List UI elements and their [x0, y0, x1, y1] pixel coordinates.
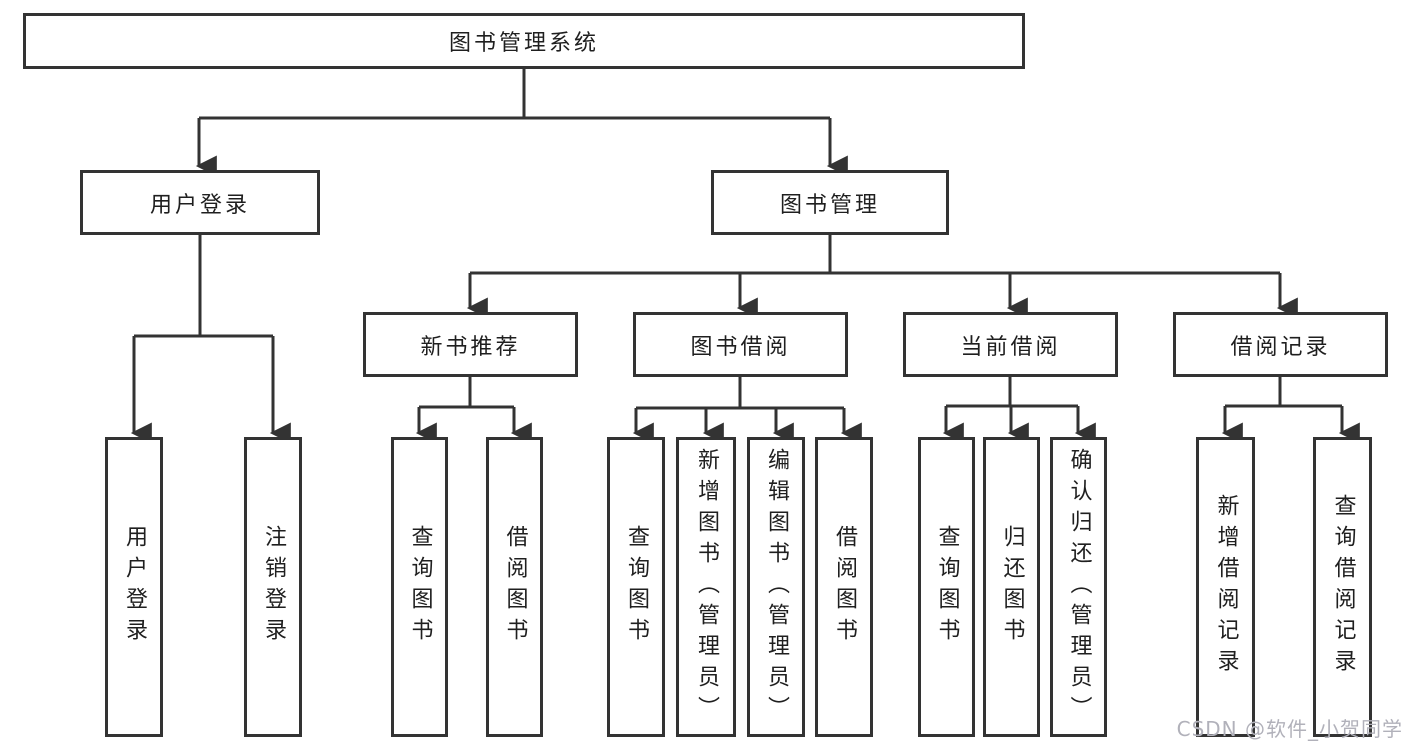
node-library-management-system: 图书管理系统 [23, 13, 1025, 69]
csdn-watermark: CSDN @软件_小贺同学 [1176, 717, 1403, 741]
node-user-login: 用户登录 [80, 170, 320, 235]
leaf-confirm-return-admin: 确认归还（管理员） [1050, 437, 1107, 737]
leaf-logout: 注销登录 [244, 437, 302, 737]
node-borrowing-records: 借阅记录 [1173, 312, 1388, 377]
leaf-add-book-admin: 新增图书（管理员） [676, 437, 736, 737]
leaf-query-books-current: 查询图书 [918, 437, 975, 737]
node-new-book-recommend: 新书推荐 [363, 312, 578, 377]
leaf-borrow-books-borrowing: 借阅图书 [815, 437, 873, 737]
leaf-user-login: 用户登录 [105, 437, 163, 737]
node-current-borrowing: 当前借阅 [903, 312, 1118, 377]
leaf-add-borrow-record: 新增借阅记录 [1196, 437, 1255, 737]
leaf-query-books-borrowing: 查询图书 [607, 437, 665, 737]
leaf-return-book: 归还图书 [983, 437, 1040, 737]
node-book-borrowing: 图书借阅 [633, 312, 848, 377]
leaf-borrow-books-recommend: 借阅图书 [486, 437, 543, 737]
node-book-management: 图书管理 [711, 170, 949, 235]
leaf-query-books-recommend: 查询图书 [391, 437, 448, 737]
leaf-edit-book-admin: 编辑图书（管理员） [747, 437, 805, 737]
leaf-query-borrow-record: 查询借阅记录 [1313, 437, 1372, 737]
